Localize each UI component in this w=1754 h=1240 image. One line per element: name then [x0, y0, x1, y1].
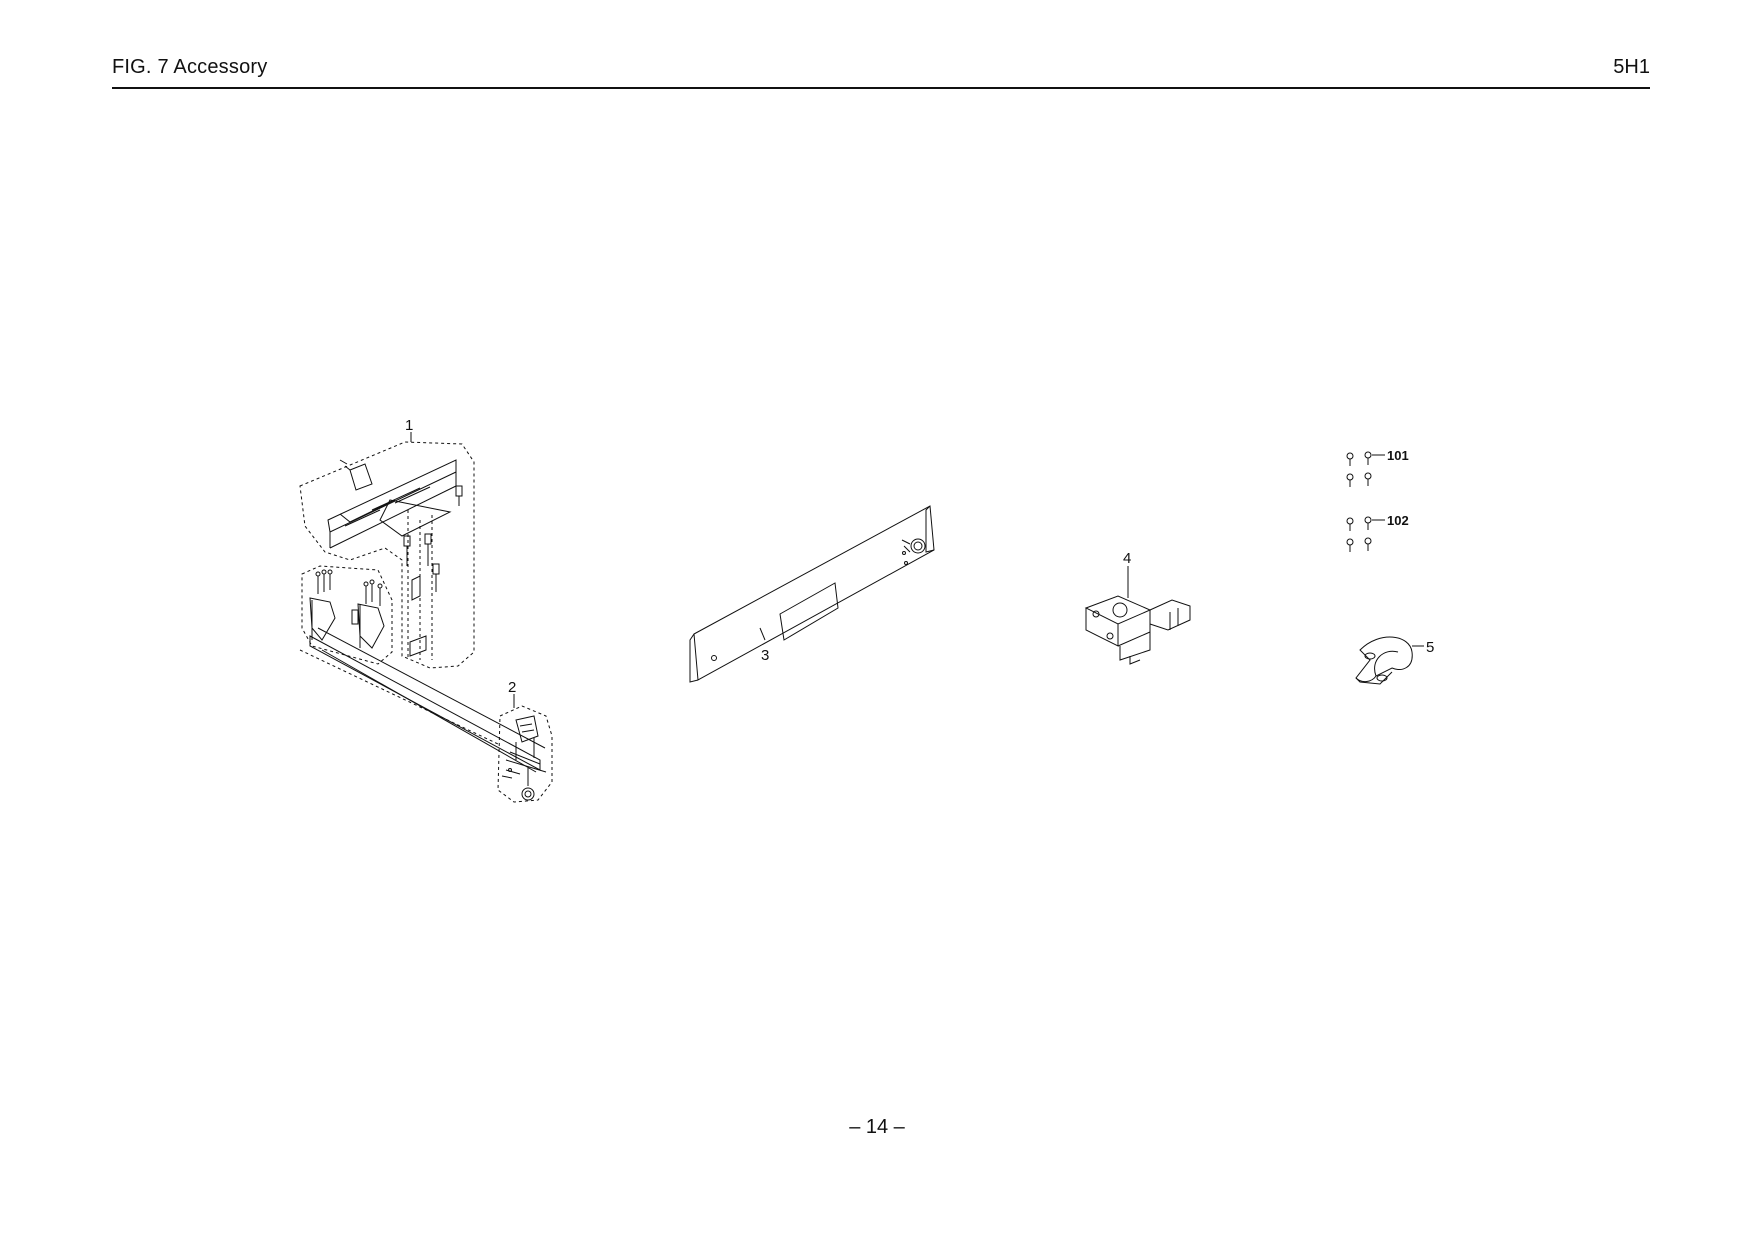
screw-icon	[1364, 537, 1372, 551]
bracket-clip	[409, 635, 427, 657]
bolt-icon	[455, 485, 463, 506]
part-3-long-plate	[689, 505, 935, 683]
callout-2: 2	[508, 679, 516, 696]
callout-1: 1	[405, 417, 413, 434]
screw-icon	[1346, 517, 1354, 531]
screw-icon	[1364, 472, 1372, 486]
bracket-tab	[349, 463, 373, 491]
figure-title: FIG. 7 Accessory	[112, 56, 268, 78]
part-4-clamp-block	[1084, 595, 1191, 665]
callout-3: 3	[761, 647, 769, 664]
page-number: – 14 –	[849, 1116, 905, 1138]
plate-outline	[693, 505, 935, 681]
leader-3	[759, 627, 766, 641]
screw-icon	[1346, 473, 1354, 487]
screw-icon	[1364, 451, 1372, 465]
plate-knob-icon	[910, 538, 926, 554]
screw-set-102	[1346, 516, 1385, 552]
clamp-top	[1084, 595, 1152, 625]
callout-5: 5	[1426, 639, 1434, 656]
model-code: 5H1	[1613, 56, 1650, 78]
guide-rail	[309, 635, 541, 771]
screw-set-101	[1346, 451, 1385, 487]
part-5-cable-clip	[1355, 636, 1413, 685]
callout-102: 102	[1387, 513, 1409, 528]
plate-window	[779, 582, 839, 641]
part-2-end-stopper	[497, 705, 553, 803]
rail-bracket	[357, 603, 385, 649]
screw-icon	[1346, 538, 1354, 552]
rail-bracket	[309, 597, 336, 641]
screw-icon	[1364, 516, 1372, 530]
bracket-vertical-plate	[379, 499, 452, 537]
page-header: FIG. 7 Accessory 5H1	[112, 56, 1650, 89]
callout-101: 101	[1387, 448, 1409, 463]
bolt-icon	[432, 563, 440, 592]
stopper-knob-icon	[521, 787, 535, 801]
header-rule	[112, 87, 1650, 89]
bolt-icon	[424, 533, 432, 566]
part-1-bracket-assembly	[299, 441, 475, 669]
callout-4: 4	[1123, 550, 1131, 567]
bolt-icon	[403, 535, 411, 566]
plate-hole-icon	[711, 655, 717, 661]
part-1-rail-assembly	[299, 565, 546, 773]
clip-shape	[1355, 636, 1413, 683]
rail-group-outline	[301, 565, 393, 665]
part-1-group-outline	[299, 441, 475, 669]
part-2-group-outline	[497, 705, 553, 803]
screw-icon	[1346, 452, 1354, 466]
